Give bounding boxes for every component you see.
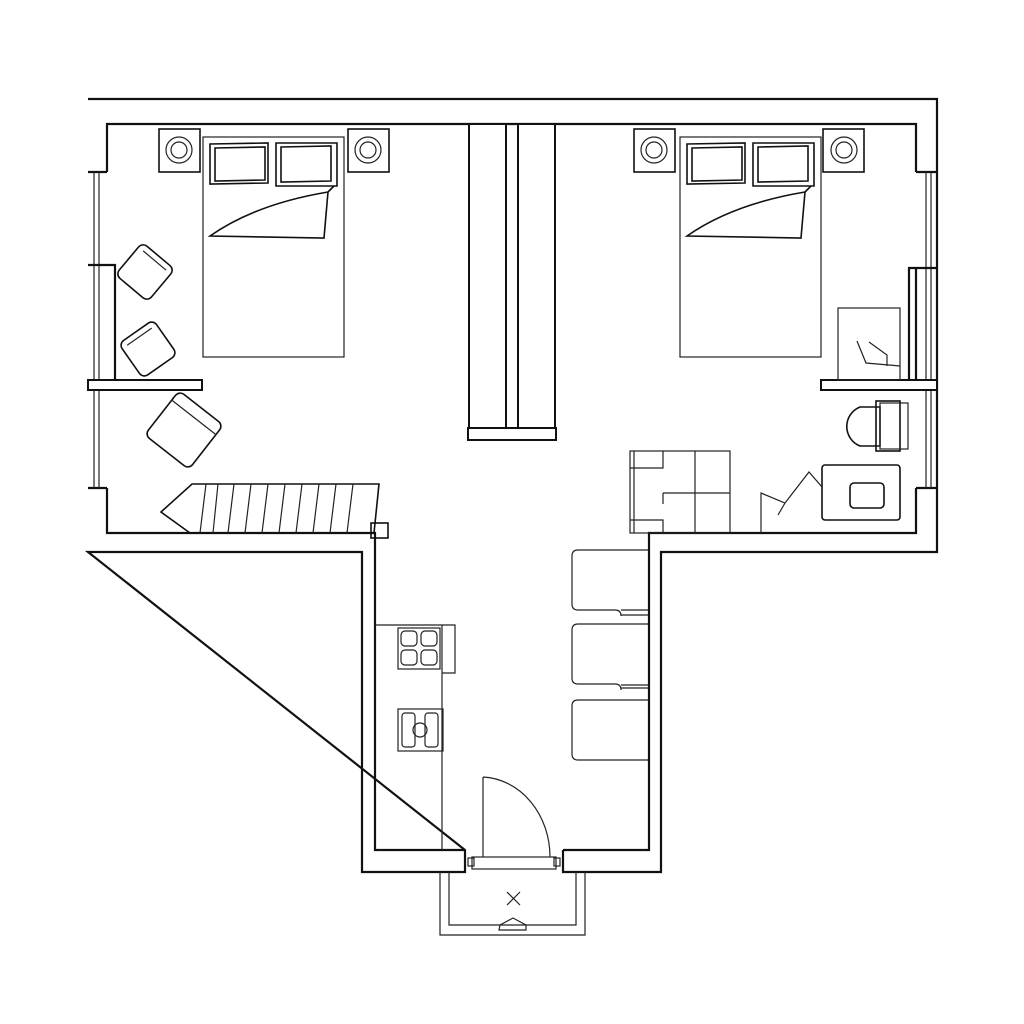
desk <box>837 307 901 381</box>
right-nightstand-lamp-1 <box>633 128 676 173</box>
right-nightstand-lamp-2 <box>822 128 865 173</box>
left-bed <box>202 136 345 358</box>
wardrobe-unit <box>629 450 731 534</box>
sofa <box>571 549 649 761</box>
armchair-2 <box>120 321 176 377</box>
entry-door[interactable] <box>467 776 561 870</box>
central-closets <box>467 123 557 441</box>
toilet <box>845 400 909 452</box>
right-windows <box>907 172 937 488</box>
entry-porch <box>439 872 586 936</box>
kitchen-sink-4-bowl <box>397 627 441 670</box>
staircase <box>159 483 389 539</box>
sink <box>760 464 901 533</box>
left-partition-wall <box>87 379 203 391</box>
left-nightstand-lamp-1 <box>158 128 201 173</box>
left-nightstand-lamp-2 <box>347 128 390 173</box>
exterior-walls <box>84 97 939 874</box>
right-partition-wall <box>820 379 938 391</box>
armchair-1 <box>117 244 173 300</box>
kitchen-counter <box>375 624 456 850</box>
right-bed <box>679 136 822 358</box>
porch-light-x-icon <box>506 891 521 906</box>
left-windows <box>88 172 117 488</box>
armchair-3 <box>146 392 222 468</box>
stove-cooktop <box>397 708 444 752</box>
